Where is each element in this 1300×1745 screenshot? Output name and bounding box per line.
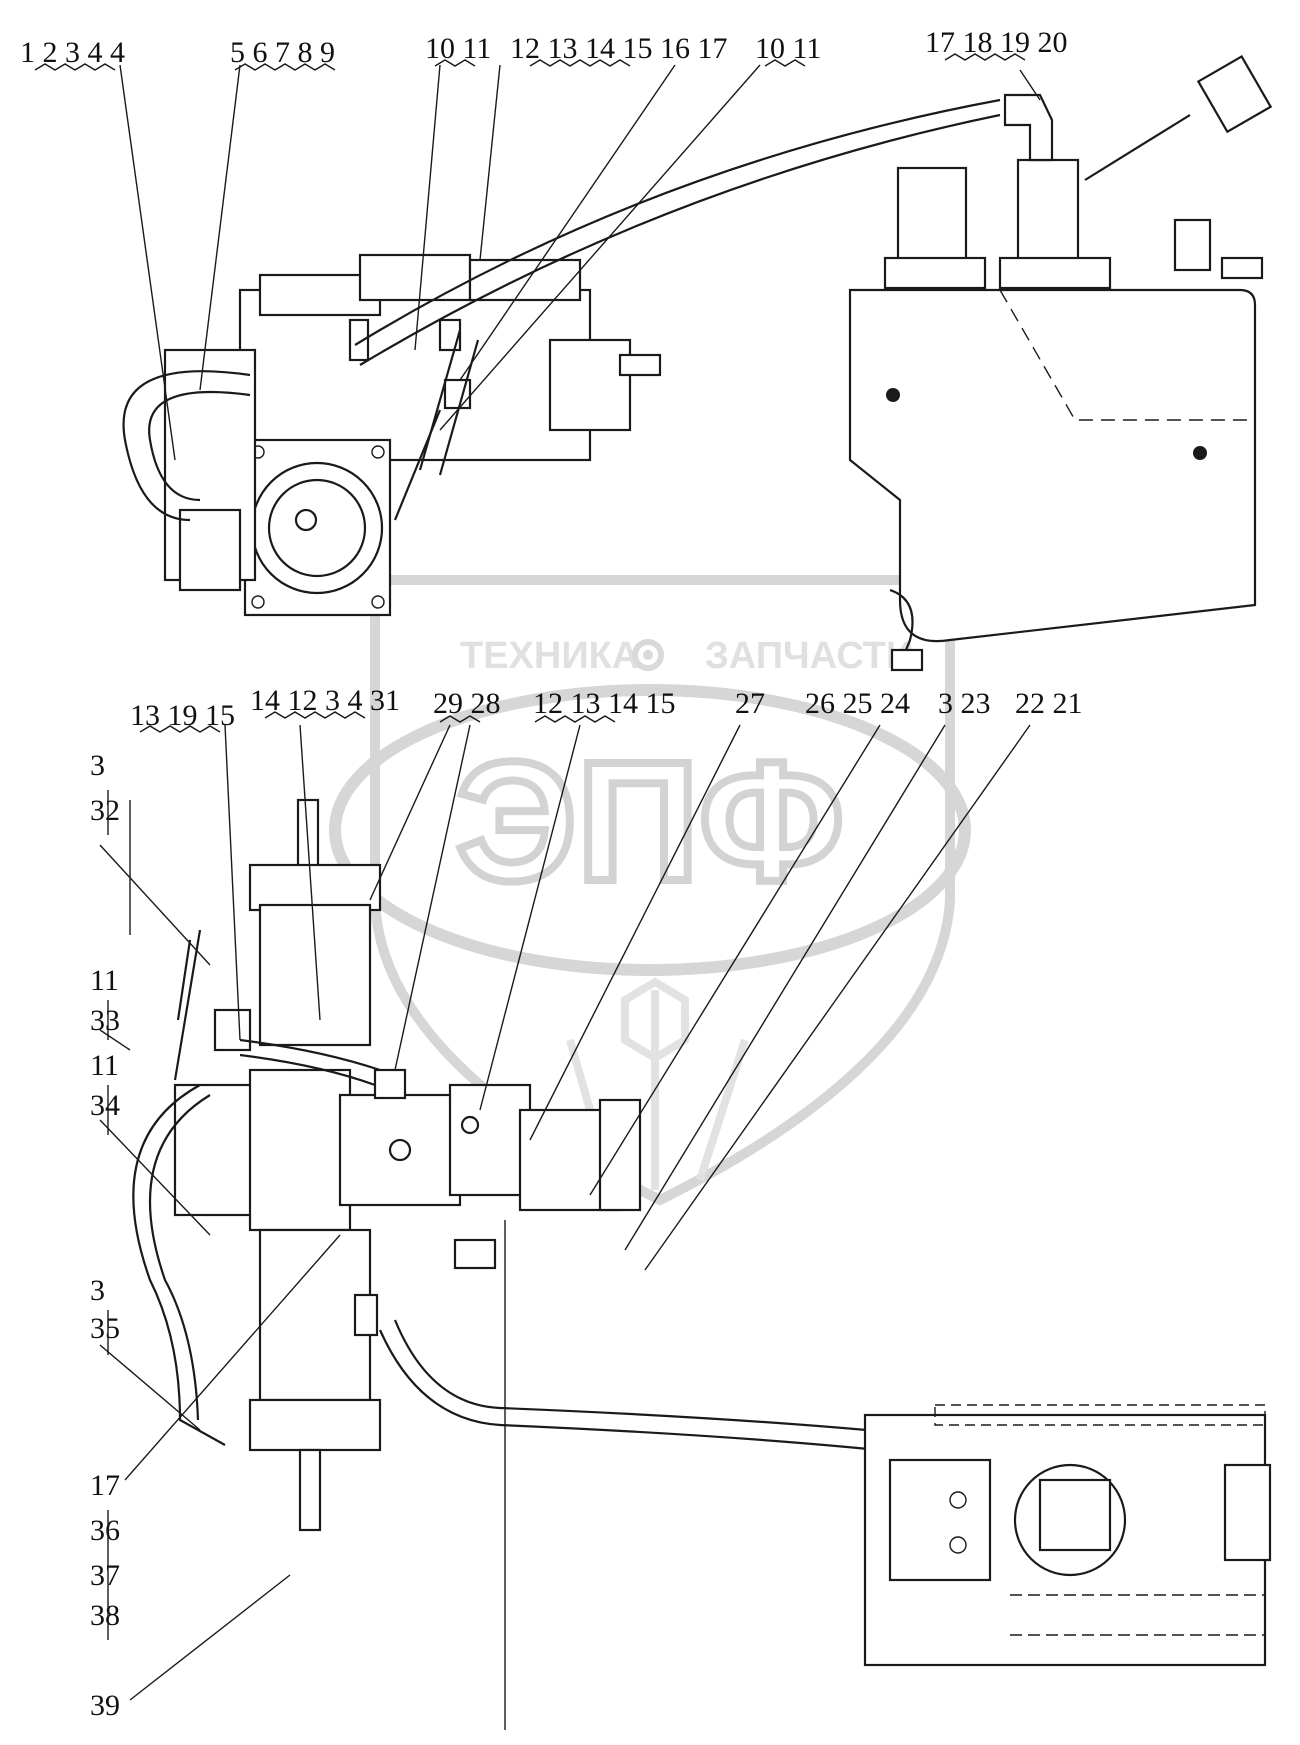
watermark-text-right: ЗАПЧАСТИ: [705, 635, 913, 677]
side-callout: 11: [90, 964, 119, 997]
callout-group-e: 10 11: [755, 32, 821, 65]
gear-icon: [632, 639, 664, 671]
callout-group-d: 12 13 14 15 16 17: [510, 32, 728, 65]
top-callouts: 1 2 3 4 4 5 6 7 8 9 10 11 12 13 14 15 16…: [20, 26, 1068, 69]
callout-group-b: 5 6 7 8 9: [230, 36, 335, 69]
side-callout: 39: [90, 1689, 120, 1722]
side-callout: 37: [90, 1559, 120, 1592]
callout-bottom-g: 3 23: [938, 687, 991, 720]
label-brackets: [34, 53, 1026, 1640]
top-pump-assembly: [122, 98, 1001, 617]
callout-group-f: 17 18 19 20: [925, 26, 1068, 59]
leader-lines: [99, 64, 1041, 1701]
callout-bottom-e: 27: [735, 687, 765, 720]
callout-group-a: 1 2 3 4 4: [20, 36, 125, 69]
side-callout: 3: [90, 1274, 105, 1307]
watermark-logo: ЭПФ: [456, 727, 844, 917]
side-callout: 17: [90, 1469, 120, 1502]
callout-group-c: 10 11: [425, 32, 491, 65]
callout-bottom-c: 29 28: [433, 687, 501, 720]
top-tank: [848, 55, 1273, 672]
watermark: ЭПФ ТЕХНИКА ЗАПЧАСТИ: [329, 575, 971, 1206]
side-callout: 3: [90, 749, 105, 782]
callout-bottom-d: 12 13 14 15: [533, 687, 676, 720]
callout-bottom-b: 14 12 3 4 31: [250, 684, 400, 717]
side-callout: 35: [90, 1312, 120, 1345]
callout-bottom-h: 22 21: [1015, 687, 1083, 720]
side-callout: 32: [90, 794, 120, 827]
bottom-tank: [863, 1404, 1272, 1667]
side-callout: 11: [90, 1049, 119, 1082]
side-callout: 36: [90, 1514, 120, 1547]
bottom-pump-assembly: [132, 798, 1077, 1730]
watermark-text-left: ТЕХНИКА: [460, 635, 639, 677]
side-callout: 33: [90, 1004, 120, 1037]
watermark-oval: [329, 684, 971, 976]
callout-bottom-f: 26 25 24: [805, 687, 910, 720]
callout-bottom-a: 13 19 15: [130, 699, 235, 732]
side-callout: 34: [90, 1089, 120, 1122]
bottom-callouts: 13 19 15 14 12 3 4 31 29 28 12 13 14 15 …: [130, 684, 1083, 732]
side-callouts: 3 32 11 33 11 34 3 35 17 36 37 38 39: [90, 749, 120, 1722]
side-callout: 38: [90, 1599, 120, 1632]
